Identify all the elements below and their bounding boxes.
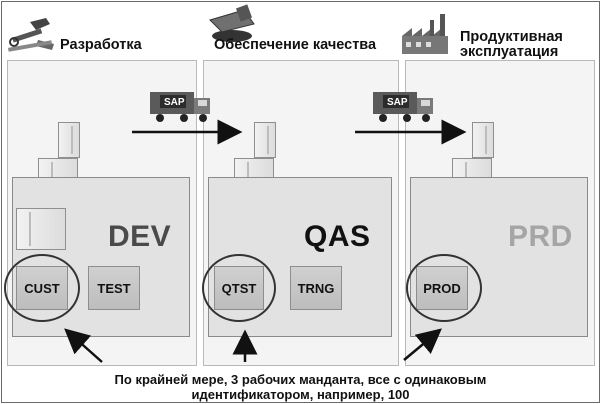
arrow-to-cust xyxy=(64,328,103,363)
header-development: Разработка xyxy=(60,37,142,53)
client-block-dev-000 xyxy=(16,208,66,250)
factory-icon xyxy=(402,14,448,54)
server-cube-dev-upper xyxy=(58,122,80,158)
server-cube-qas-upper xyxy=(254,122,276,158)
stamp-icon xyxy=(209,4,255,42)
highlight-oval-cust xyxy=(4,254,80,322)
system-name-dev: DEV xyxy=(108,220,172,253)
truck-icon-dev-qas xyxy=(150,92,210,122)
tools-icon xyxy=(7,18,54,52)
truck-label-2: SAP xyxy=(387,97,408,108)
arrow-to-prod xyxy=(403,328,442,361)
system-name-prd: PRD xyxy=(508,220,573,253)
truck-label-1: SAP xyxy=(164,97,185,108)
client-trng: TRNG xyxy=(290,266,342,310)
header-production-line2: эксплуатация xyxy=(460,44,559,60)
footer-line-2: идентификатором, например, 100 xyxy=(191,387,410,402)
highlight-oval-qtst xyxy=(202,254,276,322)
system-name-qas: QAS xyxy=(304,220,371,253)
client-test: TEST xyxy=(88,266,140,310)
truck-icon-qas-prd xyxy=(373,92,433,122)
highlight-oval-prod xyxy=(406,254,482,322)
server-cube-prd-upper xyxy=(472,122,494,158)
footer-line-1: По крайней мере, 3 рабочих манданта, все… xyxy=(114,372,487,387)
header-quality: Обеспечение качества xyxy=(214,37,377,53)
header-production-line1: Продуктивная xyxy=(460,29,563,45)
